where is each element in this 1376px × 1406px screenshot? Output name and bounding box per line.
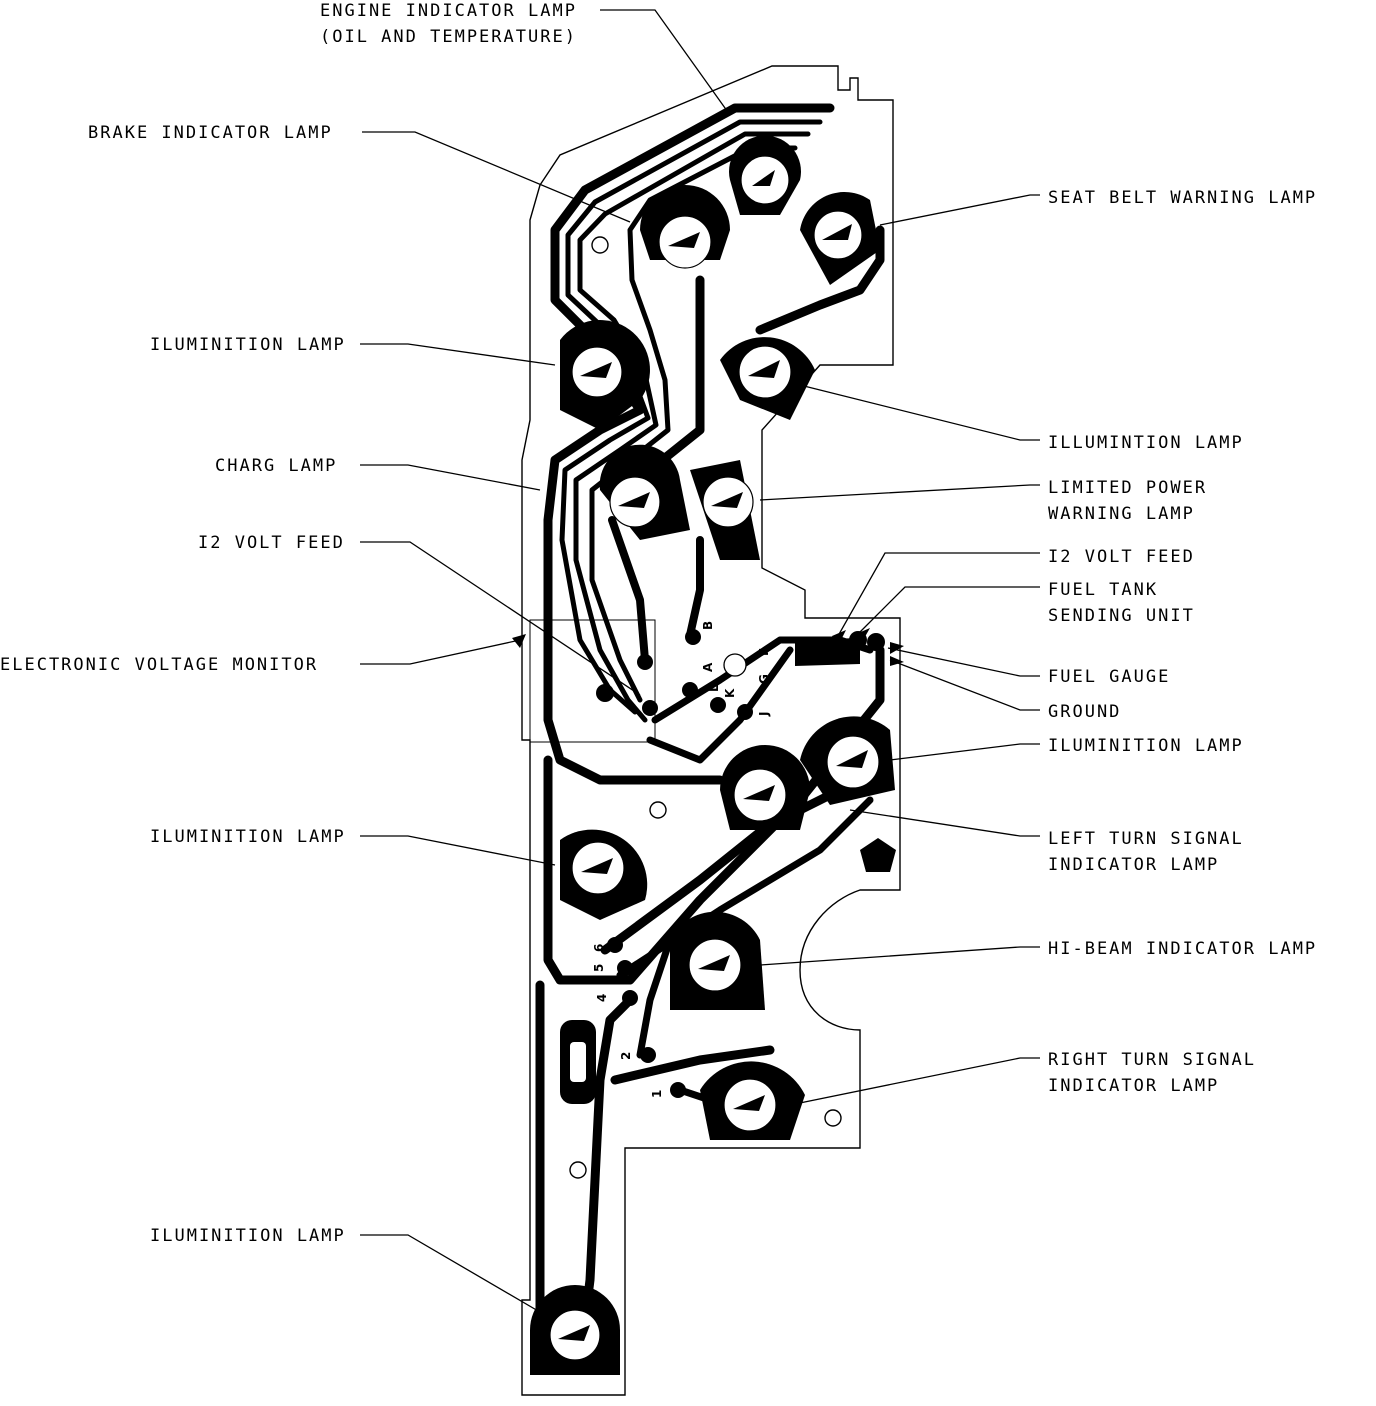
pin-label-4: 4: [595, 994, 609, 1002]
label-left-turn-signal: LEFT TURN SIGNAL: [1048, 829, 1244, 849]
voltage-monitor-ring: [723, 653, 747, 677]
label-seat-belt-warning-lamp: SEAT BELT WARNING LAMP: [1048, 188, 1317, 208]
label-ilumination-lamp-upper-left: ILUMINITION LAMP: [150, 335, 346, 355]
brake-lamp-socket: [640, 185, 730, 269]
label-charg-lamp: CHARG LAMP: [215, 456, 337, 476]
label-right-turn-signal: RIGHT TURN SIGNAL: [1048, 1050, 1256, 1070]
hi-beam-lamp-socket: [670, 911, 765, 1010]
label-brake-indicator-lamp: BRAKE INDICATOR LAMP: [88, 123, 333, 143]
pin-label-l: L: [707, 684, 721, 692]
charg-lamp-socket: [599, 444, 690, 540]
pin-label-2: 2: [619, 1052, 633, 1060]
arrowhead: [890, 656, 904, 666]
ilumination-lamp-socket-upper-left: [560, 320, 650, 430]
mounting-hole: [649, 801, 667, 819]
pentastar-emblem: [860, 838, 896, 872]
arrowhead: [512, 634, 526, 648]
label-engine-indicator-lamp: ENGINE INDICATOR LAMP: [320, 1, 577, 21]
label-limited-power: LIMITED POWER: [1048, 478, 1207, 498]
label-fuel-tank: FUEL TANK: [1048, 580, 1158, 600]
voltage-monitor-area: [529, 619, 656, 743]
label-sending-unit: SENDING UNIT: [1048, 606, 1195, 626]
mounting-hole: [824, 1109, 842, 1127]
ilumination-lamp-socket-mid-right: [800, 716, 895, 805]
label-hi-beam-indicator-lamp: HI-BEAM INDICATOR LAMP: [1048, 939, 1317, 959]
label-left-turn-indicator-lamp: INDICATOR LAMP: [1048, 855, 1219, 875]
label-volt-feed-right: I2 VOLT FEED: [1048, 547, 1195, 567]
label-engine-indicator-lamp-sub: (OIL AND TEMPERATURE): [320, 27, 577, 47]
pin-label-5: 5: [592, 964, 606, 972]
limited-power-lamp-socket: [690, 460, 760, 560]
label-ilumination-lamp-mid-right: ILUMINITION LAMP: [1048, 736, 1244, 756]
label-ilumination-lamp-bottom: ILUMINITION LAMP: [150, 1226, 346, 1246]
ilumination-lamp-socket-bottom: [530, 1285, 620, 1375]
terminal-pads: [596, 629, 885, 1098]
pin-label-f: F: [757, 648, 771, 656]
arrowhead: [890, 642, 904, 654]
label-volt-feed-left: I2 VOLT FEED: [198, 533, 345, 553]
arrowhead: [832, 630, 846, 646]
illumination-lamp-socket-right: [720, 337, 815, 420]
mounting-hole: [591, 236, 609, 254]
label-right-turn-indicator-lamp: INDICATOR LAMP: [1048, 1076, 1219, 1096]
label-fuel-gauge: FUEL GAUGE: [1048, 667, 1170, 687]
mounting-hole: [569, 1161, 587, 1179]
pin-label-b: B: [701, 621, 715, 630]
pin-label-a: A: [701, 662, 715, 672]
label-electronic-voltage-monitor: ELECTRONIC VOLTAGE MONITOR: [0, 655, 318, 675]
leader-lines: [360, 9, 1040, 1316]
pin-label-6: 6: [592, 944, 606, 952]
pin-label-1: 1: [650, 1090, 664, 1098]
label-ground: GROUND: [1048, 702, 1121, 722]
connector-slot-opening: [570, 1042, 586, 1082]
lamp-sockets: [530, 135, 895, 1375]
ilumination-lamp-socket-lower-left: [560, 829, 648, 920]
label-illumination-lamp-right: ILLUMINTION LAMP: [1048, 433, 1244, 453]
label-ilumination-lamp-lower-left: ILUMINITION LAMP: [150, 827, 346, 847]
seat-belt-lamp-socket: [800, 192, 880, 285]
fuel-gauge-connector-pad: [795, 638, 860, 666]
arrowhead: [856, 628, 870, 642]
left-turn-signal-lamp-socket: [720, 745, 810, 830]
label-warning-lamp: WARNING LAMP: [1048, 504, 1195, 524]
right-turn-signal-lamp-socket: [700, 1061, 805, 1140]
engine-lamp-socket: [729, 135, 802, 215]
pin-label-g: G: [757, 674, 771, 684]
pin-label-j: J: [757, 712, 771, 717]
pin-label-k: K: [723, 688, 737, 698]
